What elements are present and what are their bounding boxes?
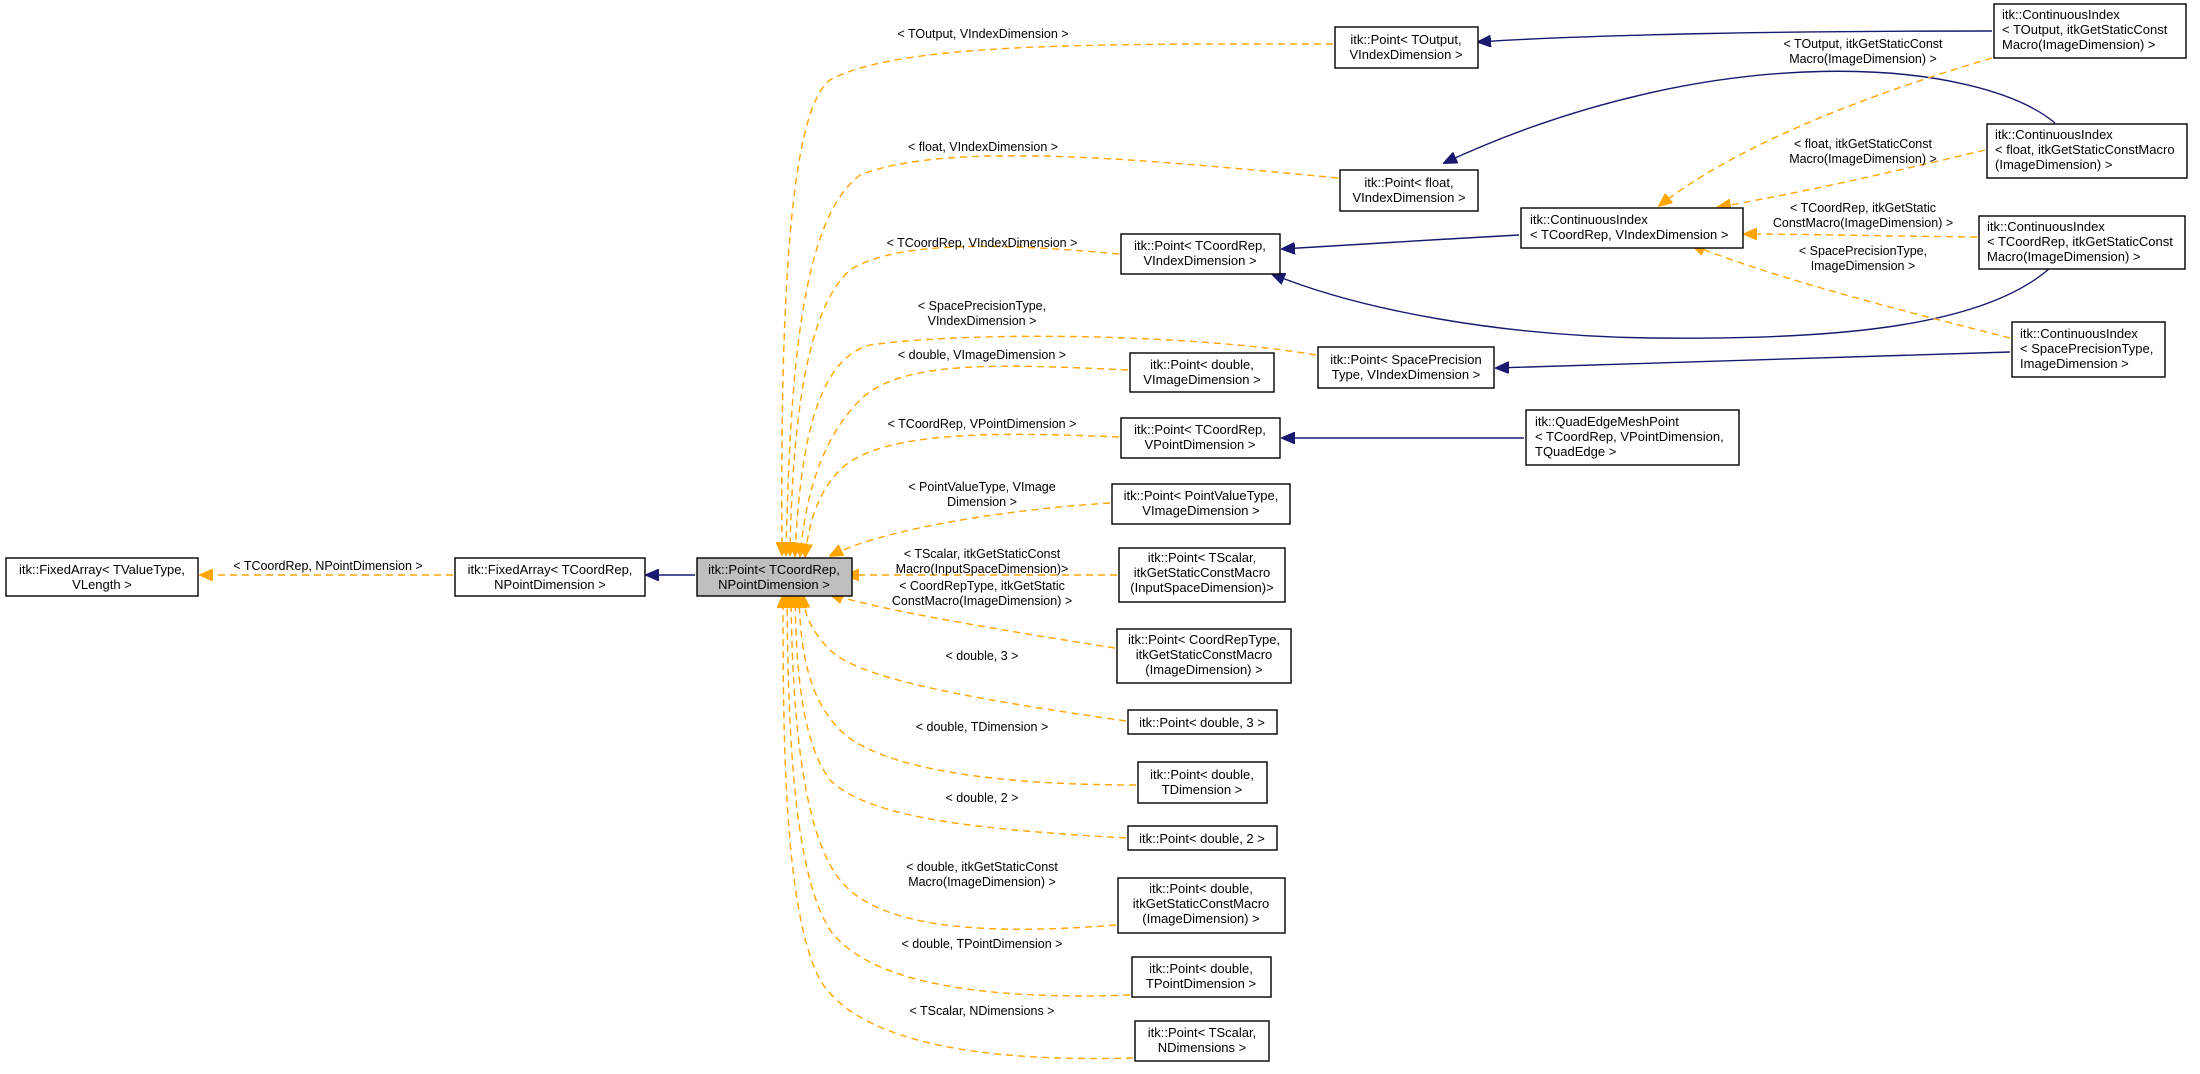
- svg-text:itk::Point< TCoordRep,NPointDi: itk::Point< TCoordRep,NPointDimension >: [708, 562, 840, 592]
- edge-template-double-tdim: [799, 595, 1137, 786]
- label-double-tpoint: < double, TPointDimension >: [902, 937, 1063, 951]
- node-point-float[interactable]: itk::Point< float,VIndexDimension >: [1339, 169, 1479, 212]
- svg-text:itk::Point< SpacePrecisionType: itk::Point< SpacePrecisionType, VIndexDi…: [1330, 352, 1481, 382]
- label-tcoordrep-vindex: < TCoordRep, VIndexDimension >: [887, 236, 1078, 250]
- svg-text:itk::Point< float,VIndexDimens: itk::Point< float,VIndexDimension >: [1352, 175, 1465, 205]
- label-fixed-array: < TCoordRep, NPointDimension >: [233, 559, 422, 573]
- edge-point-tcoordrep-to-cindex: [1282, 234, 1520, 249]
- edge-template-tcoordrep-vpoint: [805, 433, 1120, 557]
- label-float: < float, VIndexDimension >: [908, 140, 1058, 154]
- node-point-double-macro[interactable]: itk::Point< double,itkGetStaticConstMacr…: [1117, 877, 1286, 934]
- svg-text:itk::Point< TCoordRep,VIndexDi: itk::Point< TCoordRep,VIndexDimension >: [1134, 238, 1266, 268]
- svg-text:itk::FixedArray< TCoordRep,NPo: itk::FixedArray< TCoordRep,NPointDimensi…: [468, 562, 633, 592]
- label-spaceprecision: < SpacePrecisionType,VIndexDimension >: [918, 299, 1046, 328]
- edge-template-ci-spaceprecision: [1692, 245, 2011, 339]
- node-quadedge-meshpoint[interactable]: itk::QuadEdgeMeshPoint< TCoordRep, VPoin…: [1525, 409, 1740, 466]
- svg-text:itk::ContinuousIndex< TCoordRe: itk::ContinuousIndex< TCoordRep, VIndexD…: [1530, 212, 1728, 242]
- svg-text:itk::ContinuousIndex< TOutput,: itk::ContinuousIndex< TOutput, itkGetSta…: [2002, 7, 2168, 52]
- svg-text:itk::Point< double,TPointDimen: itk::Point< double,TPointDimension >: [1146, 961, 1256, 991]
- node-cindex-tcoordrep-macro[interactable]: itk::ContinuousIndex< TCoordRep, itkGetS…: [1978, 215, 2186, 270]
- svg-text:itk::Point< TCoordRep,VPointDi: itk::Point< TCoordRep,VPointDimension >: [1134, 422, 1266, 452]
- node-point-main[interactable]: itk::Point< TCoordRep,NPointDimension >: [696, 557, 853, 597]
- edge-point-spaceprecision-to-cindex: [1496, 351, 2011, 368]
- svg-text:itk::Point< TScalar,itkGetStat: itk::Point< TScalar,itkGetStaticConstMac…: [1130, 550, 1273, 595]
- node-point-double-tpoint[interactable]: itk::Point< double,TPointDimension >: [1131, 956, 1272, 998]
- edges: [200, 30, 2056, 1060]
- label-double-3: < double, 3 >: [946, 649, 1019, 663]
- svg-text:itk::Point< CoordRepType,itkGe: itk::Point< CoordRepType,itkGetStaticCon…: [1128, 632, 1280, 677]
- node-point-double-2[interactable]: itk::Point< double, 2 >: [1127, 825, 1278, 851]
- edge-template-spaceprecision: [795, 335, 1317, 556]
- svg-text:itk::ContinuousIndex< TCoordRe: itk::ContinuousIndex< TCoordRep, itkGetS…: [1987, 219, 2173, 264]
- node-cindex-tcoordrep-vindex[interactable]: itk::ContinuousIndex< TCoordRep, VIndexD…: [1520, 207, 1744, 249]
- edge-template-tcoordrep-vindex: [790, 245, 1120, 555]
- svg-text:itk::FixedArray< TValueType,VL: itk::FixedArray< TValueType,VLength >: [19, 562, 185, 592]
- edge-template-double-tpoint: [787, 595, 1131, 997]
- edge-template-ci-float: [1718, 149, 1986, 207]
- node-point-double-tdim[interactable]: itk::Point< double,TDimension >: [1137, 761, 1268, 804]
- label-tscalar-ndim: < TScalar, NDimensions >: [910, 1004, 1055, 1018]
- label-double-2: < double, 2 >: [946, 791, 1019, 805]
- svg-text:itk::Point< double,TDimension: itk::Point< double,TDimension >: [1150, 767, 1254, 797]
- edge-template-double-2: [795, 595, 1127, 839]
- edge-labels: < TCoordRep, NPointDimension > < TOutput…: [233, 27, 1953, 1018]
- svg-text:itk::Point< TScalar,NDimension: itk::Point< TScalar,NDimensions >: [1148, 1025, 1257, 1055]
- edge-template-pointvaluetype: [830, 502, 1111, 556]
- svg-text:itk::QuadEdgeMeshPoint< TCoord: itk::QuadEdgeMeshPoint< TCoordRep, VPoin…: [1535, 414, 1724, 459]
- edge-point-float-to-cindex-float: [1444, 70, 2056, 163]
- svg-text:itk::Point< double, 3 >: itk::Point< double, 3 >: [1139, 715, 1265, 730]
- svg-text:itk::Point< PointValueType,VIm: itk::Point< PointValueType,VImageDimensi…: [1124, 488, 1279, 518]
- node-point-tcoordrep-vindex[interactable]: itk::Point< TCoordRep,VIndexDimension >: [1120, 233, 1281, 275]
- node-point-tcoordrep-vpoint[interactable]: itk::Point< TCoordRep,VPointDimension >: [1120, 417, 1281, 459]
- node-cindex-spaceprecision[interactable]: itk::ContinuousIndex< SpacePrecisionType…: [2011, 321, 2166, 378]
- edge-point-tcoordrep-to-cindex-macro: [1272, 267, 2051, 339]
- node-point-coordreptype[interactable]: itk::Point< CoordRepType,itkGetStaticCon…: [1116, 628, 1292, 684]
- node-point-toutput[interactable]: itk::Point< TOutput,VIndexDimension >: [1334, 26, 1479, 69]
- node-cindex-float[interactable]: itk::ContinuousIndex< float, itkGetStati…: [1986, 123, 2188, 179]
- label-ci-spaceprecision: < SpacePrecisionType,ImageDimension >: [1799, 244, 1927, 273]
- node-fixedarray-base[interactable]: itk::FixedArray< TValueType,VLength >: [5, 557, 199, 597]
- edge-template-toutput: [782, 43, 1334, 555]
- edge-point-toutput-to-cindex-toutput: [1478, 30, 1993, 42]
- edge-template-ci-toutput: [1659, 57, 1993, 206]
- node-point-tscalar-ndim[interactable]: itk::Point< TScalar,NDimensions >: [1134, 1020, 1270, 1062]
- svg-text:itk::Point< double,itkGetStati: itk::Point< double,itkGetStaticConstMacr…: [1133, 881, 1270, 926]
- svg-text:itk::ContinuousIndex< SpacePre: itk::ContinuousIndex< SpacePrecisionType…: [2020, 326, 2153, 371]
- node-fixedarray[interactable]: itk::FixedArray< TCoordRep,NPointDimensi…: [454, 557, 646, 597]
- svg-text:itk::Point< double, 2 >: itk::Point< double, 2 >: [1139, 831, 1265, 846]
- svg-text:itk::ContinuousIndex< float, i: itk::ContinuousIndex< float, itkGetStati…: [1995, 127, 2175, 172]
- edge-template-double-macro: [791, 595, 1117, 930]
- node-point-tscalar-input[interactable]: itk::Point< TScalar,itkGetStaticConstMac…: [1118, 547, 1286, 603]
- edge-template-float: [786, 155, 1339, 555]
- node-cindex-toutput[interactable]: itk::ContinuousIndex< TOutput, itkGetSta…: [1993, 3, 2187, 59]
- label-double-vimage: < double, VImageDimension >: [898, 348, 1066, 362]
- node-point-pointvaluetype[interactable]: itk::Point< PointValueType,VImageDimensi…: [1111, 483, 1291, 525]
- label-tcoordrep-vpoint: < TCoordRep, VPointDimension >: [888, 417, 1077, 431]
- svg-text:itk::Point< double,VImageDimen: itk::Point< double,VImageDimension >: [1143, 357, 1260, 387]
- edge-template-double-3: [803, 595, 1127, 722]
- edge-template-tscalar-ndim: [783, 595, 1134, 1060]
- label-double-tdim: < double, TDimension >: [916, 720, 1049, 734]
- edge-template-coordreptype: [830, 594, 1116, 649]
- nodes: itk::FixedArray< TValueType,VLength > it…: [5, 3, 2188, 1062]
- edge-template-ci-tcoordrep: [1744, 234, 1978, 237]
- node-point-double-3[interactable]: itk::Point< double, 3 >: [1127, 709, 1278, 735]
- svg-text:itk::Point< TOutput,VIndexDime: itk::Point< TOutput,VIndexDimension >: [1349, 32, 1462, 62]
- edge-template-double-vimage: [800, 365, 1129, 556]
- node-point-double-vimage[interactable]: itk::Point< double,VImageDimension >: [1129, 352, 1275, 393]
- label-toutput: < TOutput, VIndexDimension >: [897, 27, 1068, 41]
